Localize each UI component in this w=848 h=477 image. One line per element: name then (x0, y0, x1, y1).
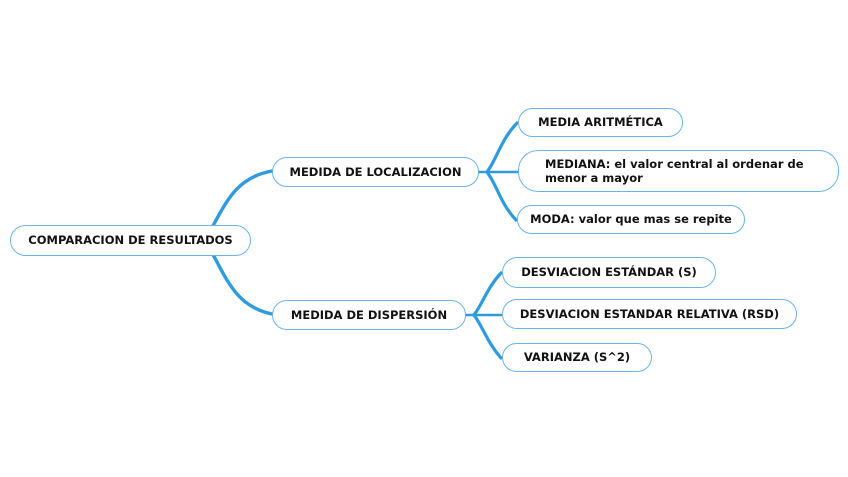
connector-localizacion-to-moda (485, 170, 518, 222)
leaf-desviacion-estandar-relativa-node: DESVIACION ESTANDAR RELATIVA (RSD) (502, 299, 797, 329)
branch-localizacion-node: MEDIDA DE LOCALIZACION (272, 157, 479, 187)
connector-dispersion-to-desviacion-estandar (472, 271, 503, 317)
leaf-media-aritmetica-node: MEDIA ARITMÉTICA (518, 108, 683, 137)
branch-dispersion-node: MEDIDA DE DISPERSIÓN (272, 300, 466, 330)
leaf-moda-node: MODA: valor que mas se repite (517, 205, 745, 234)
root-node: COMPARACION DE RESULTADOS (10, 225, 251, 256)
connector-dispersion-to-varianza (472, 313, 503, 360)
leaf-desviacion-estandar-node: DESVIACION ESTÁNDAR (S) (502, 257, 716, 288)
leaf-varianza-node: VARIANZA (S^2) (502, 343, 652, 372)
leaf-mediana-node: MEDIANA: el valor central al ordenar de … (518, 150, 839, 192)
connector-localizacion-to-media-aritmetica (485, 121, 519, 174)
